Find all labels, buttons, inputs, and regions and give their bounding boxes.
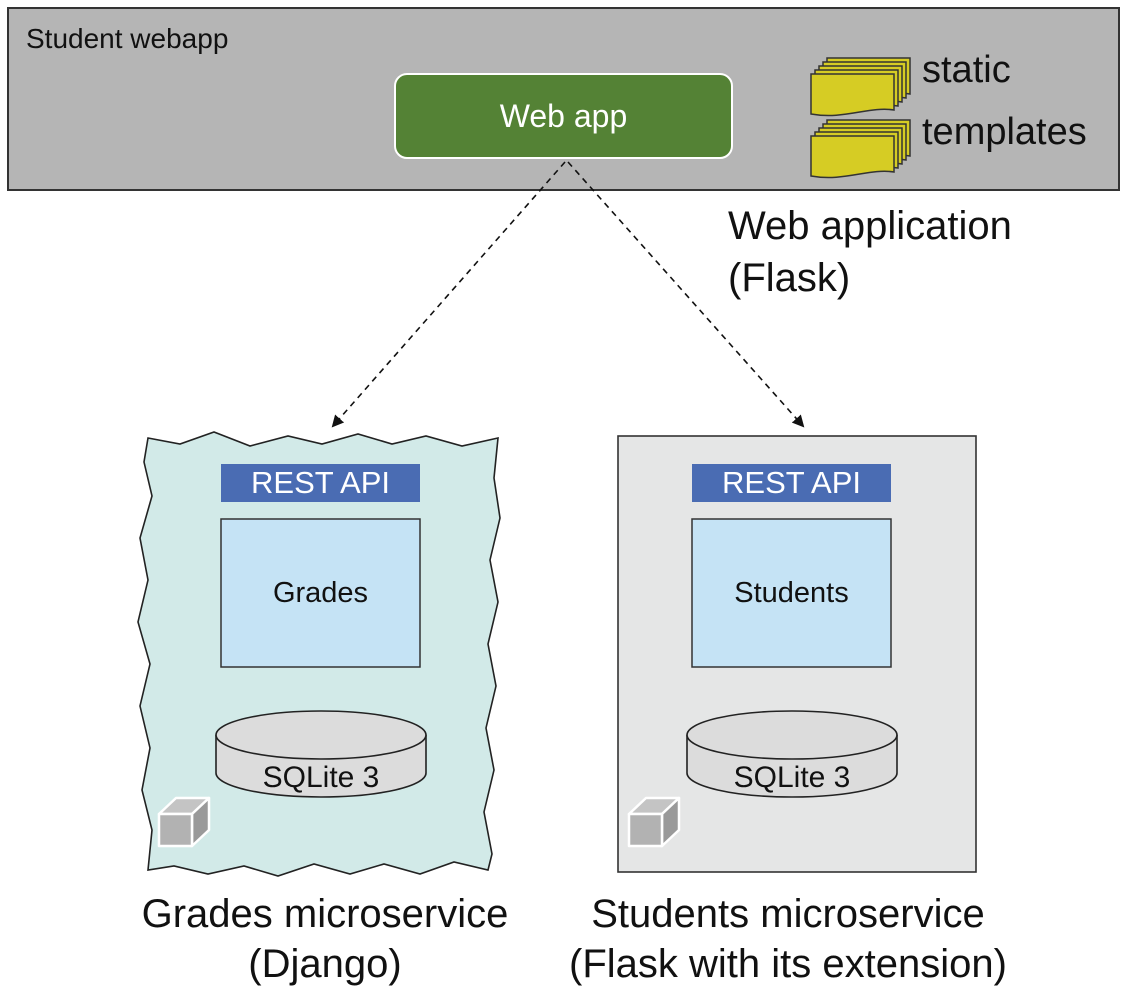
students-microservice-caption-line2: (Flask with its extension) — [569, 942, 1007, 986]
students-cube-icon — [627, 796, 681, 848]
connector-webapp-to-students — [567, 161, 805, 428]
students-component-box — [691, 518, 892, 668]
grades-component-label: Grades — [272, 577, 369, 609]
students-rest-api-label: REST API — [722, 465, 861, 500]
grades-rest-api-bar — [221, 464, 420, 502]
students-database-icon — [686, 710, 898, 798]
students-component-label: Students — [734, 577, 849, 609]
static-folder-label: static — [922, 49, 1011, 91]
grades-database-label: SQLite 3 — [262, 761, 380, 794]
grades-component-box — [220, 518, 421, 668]
grades-cube-icon — [157, 796, 211, 848]
students-database-label: SQLite 3 — [733, 761, 851, 794]
web-application-caption-line1: Web application — [728, 204, 1012, 248]
grades-rest-api-label: REST API — [251, 465, 390, 500]
grades-microservice-caption-line1: Grades microservice — [141, 892, 509, 936]
student-webapp-title: Student webapp — [26, 23, 229, 54]
grades-microservice-caption-line2: (Django) — [248, 942, 402, 986]
connector-webapp-to-grades — [331, 161, 566, 428]
web-application-caption-line2: (Flask) — [728, 256, 851, 300]
grades-database-icon — [215, 710, 427, 798]
templates-folder-icon — [810, 119, 911, 179]
web-app-button-label[interactable]: Web app — [499, 98, 628, 134]
students-microservice-caption-line1: Students microservice — [591, 892, 985, 936]
web-app-button[interactable] — [394, 73, 733, 159]
templates-folder-label: templates — [922, 111, 1087, 153]
static-folder-icon — [810, 57, 911, 117]
students-rest-api-bar — [692, 464, 891, 502]
